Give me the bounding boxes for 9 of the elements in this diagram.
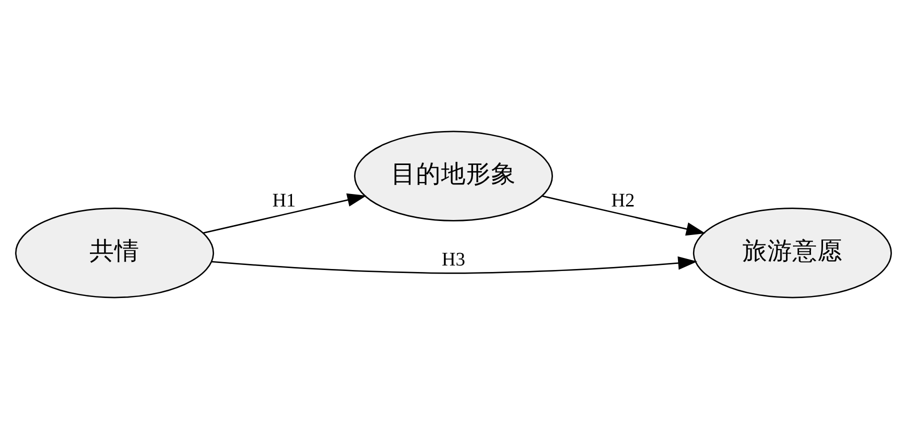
arrow — [542, 194, 706, 236]
node-ellipse: 共情 — [15, 207, 214, 298]
arrow — [203, 192, 367, 234]
edge-label: H3 — [442, 249, 466, 270]
node-ellipse: 旅游意愿 — [692, 207, 892, 298]
node-ellipse: 目的地形象 — [354, 130, 553, 221]
edge-label: H2 — [611, 190, 635, 212]
edge-label: H1 — [272, 190, 296, 212]
arrow — [212, 256, 698, 274]
